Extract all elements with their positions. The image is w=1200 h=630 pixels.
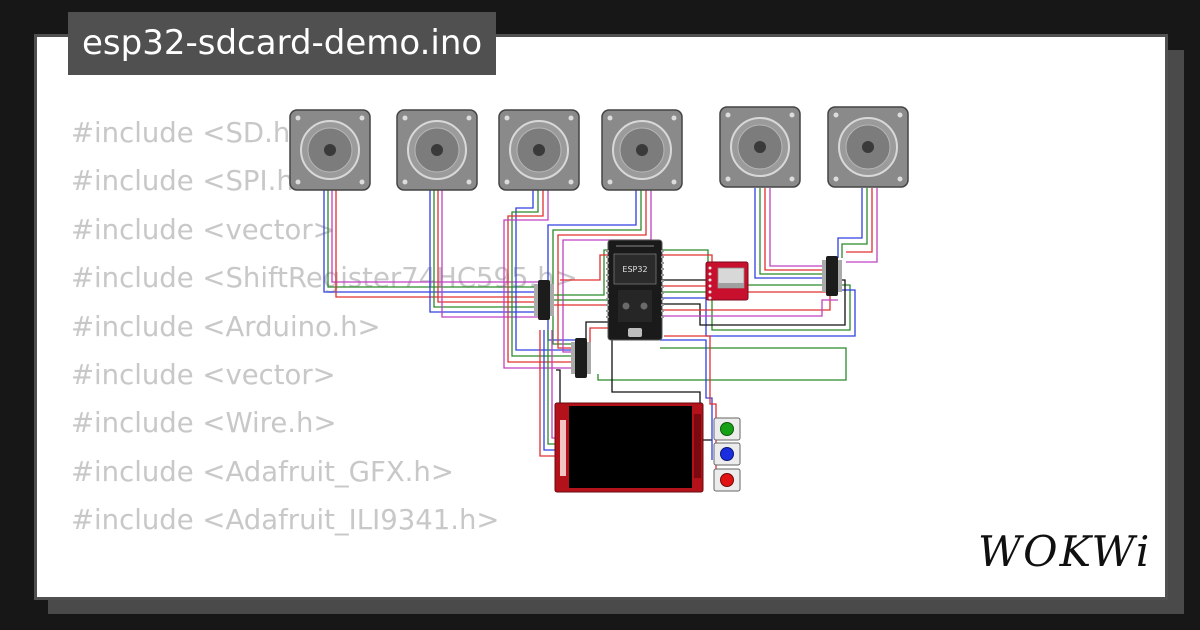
sd-card-module xyxy=(705,261,749,301)
shift-register-3 xyxy=(822,256,842,296)
code-line: #include <Adafruit_GFX.h> xyxy=(71,455,454,488)
wire-bundle-4 xyxy=(547,190,652,353)
wire-bundle-board xyxy=(539,249,856,480)
stepper-motor-3 xyxy=(498,109,580,191)
push-button-green[interactable] xyxy=(713,417,741,441)
code-line: #include <Arduino.h> xyxy=(71,310,381,343)
code-line: #include <SD.h> xyxy=(71,117,314,149)
preview-card: #include <SD.h> #include <SPI.h> #includ… xyxy=(34,34,1168,600)
push-button-blue[interactable] xyxy=(713,442,741,466)
stepper-motor-5 xyxy=(719,106,801,188)
shift-register-1 xyxy=(534,280,554,320)
shift-register-2 xyxy=(571,338,591,378)
stepper-motor-1 xyxy=(289,109,371,191)
push-button-red[interactable] xyxy=(713,468,741,492)
code-line: #include <vector> xyxy=(71,213,336,246)
board-label: ESP32 xyxy=(622,265,647,274)
wire-bundle-3 xyxy=(503,190,578,369)
code-line: #include <vector> xyxy=(71,358,336,391)
wire-bundle-1 xyxy=(323,190,540,298)
stepper-motor-2 xyxy=(396,109,478,191)
wires xyxy=(323,188,878,480)
wokwi-logo: WOKWi xyxy=(978,527,1152,576)
stepper-motor-4 xyxy=(601,109,683,191)
project-filename: esp32-sdcard-demo.ino xyxy=(68,12,497,75)
tft-display xyxy=(554,402,704,493)
code-line: #include <Adafruit_ILI9341.h> xyxy=(71,504,500,537)
wire-bundle-6 xyxy=(837,188,878,263)
esp32-board: ESP32 xyxy=(606,239,664,341)
wire-bundle-2 xyxy=(429,190,540,318)
wire-bundle-5 xyxy=(754,188,828,279)
stepper-motor-6 xyxy=(827,106,909,188)
code-line: #include <Wire.h> xyxy=(71,407,337,440)
code-line: #include <SPI.h> xyxy=(71,165,317,198)
